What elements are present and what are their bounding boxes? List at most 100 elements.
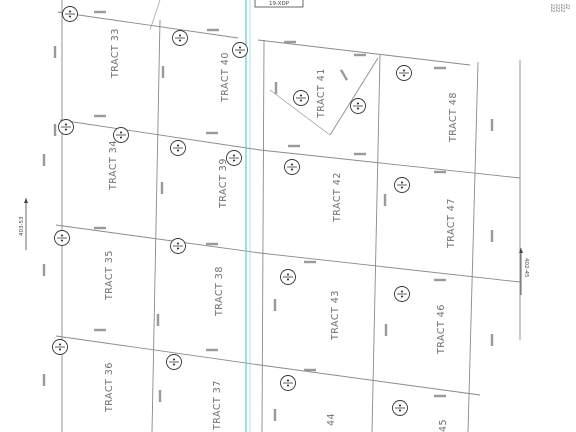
corner-text: ZZ ZZZ ZZZ ZZZ [550,4,570,12]
dimension-label [434,278,446,282]
boundary-line [55,224,261,254]
tract-37-label: TRACT 37 [212,380,223,431]
tract-45-label: 45 [438,419,449,432]
dimension-label [206,348,218,352]
tract-46-label: TRACT 46 [436,304,447,355]
tract-42-label: TRACT 42 [332,172,343,223]
dimension-label [434,66,446,70]
top-label: 19-XDP [254,0,304,8]
boundary-line [259,364,481,396]
tract-39-label: TRACT 39 [218,158,229,209]
survey-marker [350,98,366,114]
ref-left: 403-53 [19,198,28,250]
survey-marker [58,119,74,135]
dimension-label [490,230,494,242]
dimension-label [434,394,446,398]
ref-right-text: 402-45 [523,258,529,278]
dimension-label [339,69,349,81]
dimension-label [158,390,162,402]
dimension-label [53,46,57,58]
ref-left-text: 403-53 [19,216,25,236]
survey-marker [392,400,408,416]
dimension-label [490,334,494,346]
dimension-label [273,299,277,311]
tract-48-label: TRACT 48 [448,92,459,143]
tract-35-label: TRACT 35 [104,250,115,301]
dimension-label [94,226,106,230]
dimension-label [42,154,46,166]
corner-text-2: ZZZ [560,4,565,12]
tract-33-label: TRACT 33 [110,28,121,79]
survey-marker [62,6,78,22]
dimension-label [490,119,494,131]
boundary-line [59,119,261,151]
ref-right: 402-45 [519,248,529,295]
survey-marker [280,269,296,285]
survey-marker [172,30,188,46]
tract-43-label: TRACT 43 [330,290,341,341]
boundary-line [57,11,239,39]
survey-marker [232,42,248,58]
survey-marker [52,339,68,355]
boundary-line [259,149,521,179]
tract-47-label: TRACT 47 [446,198,457,249]
dimension-label [42,264,46,276]
boundary-line [261,39,265,432]
survey-marker [54,230,70,246]
dimension-label [304,260,316,264]
boundary-line [55,335,261,366]
tract-labels: TRACT 33 TRACT 34 TRACT 35 TRACT 36 TRAC… [104,28,459,432]
boundary-line [149,0,161,31]
survey-marker [280,375,296,391]
boundary-line [329,57,379,136]
dimension-label [383,194,387,206]
survey-marker [284,159,300,175]
boundary-line [269,89,331,136]
dimension-label [384,324,388,336]
dimension-label [354,53,366,57]
tract-41-label: TRACT 41 [316,68,327,119]
dimension-label [160,182,164,194]
dimension-labels [42,10,494,421]
parcel-lines [55,0,521,432]
boundary-line [257,39,471,66]
tract-34-label: TRACT 34 [108,140,119,191]
dimension-label [207,28,219,32]
dimension-label [94,328,106,332]
corner-text-1: ZZ [565,4,570,10]
dimension-label [304,368,316,372]
survey-marker [394,177,410,193]
survey-marker [396,65,412,81]
dimension-label [156,314,160,326]
survey-marker [166,354,182,370]
corner-text-3: ZZZ [555,4,560,12]
dimension-label [42,374,46,386]
tract-44-label: 44 [326,413,337,426]
survey-marker [394,286,410,302]
dimension-label [284,40,296,44]
dimension-label [274,82,278,94]
dimension-label [206,131,218,135]
boundary-line [467,61,479,432]
survey-markers [52,6,412,416]
dimension-label [354,152,366,156]
survey-marker [170,140,186,156]
survey-marker [113,127,129,143]
corner-text-4: ZZZ [550,4,555,12]
dimension-label [288,144,300,148]
boundary-line [151,19,161,432]
dimension-label [94,114,106,118]
dimension-label [273,409,277,421]
boundary-line [259,252,521,283]
tract-38-label: TRACT 38 [214,266,225,317]
top-label-text: 19-XDP [269,1,290,7]
dimension-label [94,10,106,14]
dimension-label [434,170,446,174]
survey-marker [226,150,242,166]
boundary-line [371,54,381,432]
dimension-label [53,124,57,136]
dimension-label [206,242,218,246]
survey-marker [293,90,309,106]
survey-marker [170,238,186,254]
